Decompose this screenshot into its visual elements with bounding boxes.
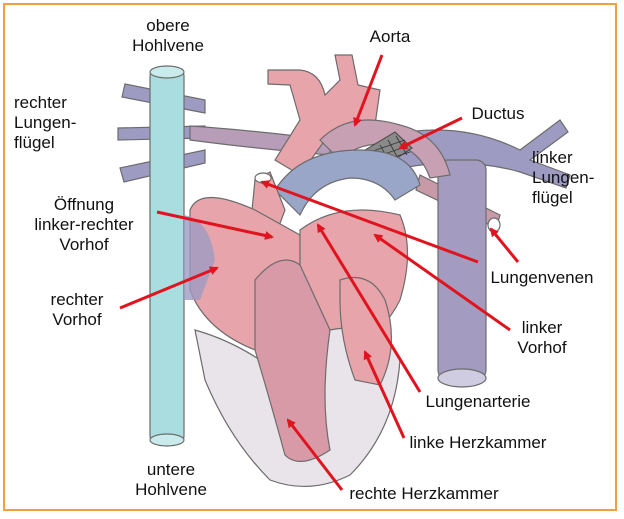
label-linker-vorhof: linker Vorhof	[510, 318, 574, 358]
label-rechter-vorhof: rechter Vorhof	[42, 290, 112, 330]
label-untere-hohlvene: untere Hohlvene	[126, 460, 216, 500]
label-oeffnung: Öffnung linker-rechter Vorhof	[22, 195, 146, 255]
label-rechte-herzkammer: rechte Herzkammer	[348, 484, 500, 504]
label-ductus: Ductus	[464, 104, 532, 124]
vena-cava	[150, 66, 215, 446]
heart-body	[190, 198, 408, 487]
label-lungenvenen: Lungenvenen	[480, 268, 604, 288]
label-aorta: Aorta	[360, 27, 420, 47]
arrow-lungenvenen-2	[491, 229, 518, 262]
label-lungenarterie: Lungenarterie	[424, 392, 532, 412]
label-linker-lungenfluegel: linker Lungen- flügel	[532, 148, 610, 208]
label-linke-herzkammer: linke Herzkammer	[408, 433, 548, 453]
label-rechter-lungenfluegel: rechter Lungen- flügel	[14, 93, 100, 153]
label-obere-hohlvene: obere Hohlvene	[118, 16, 218, 56]
